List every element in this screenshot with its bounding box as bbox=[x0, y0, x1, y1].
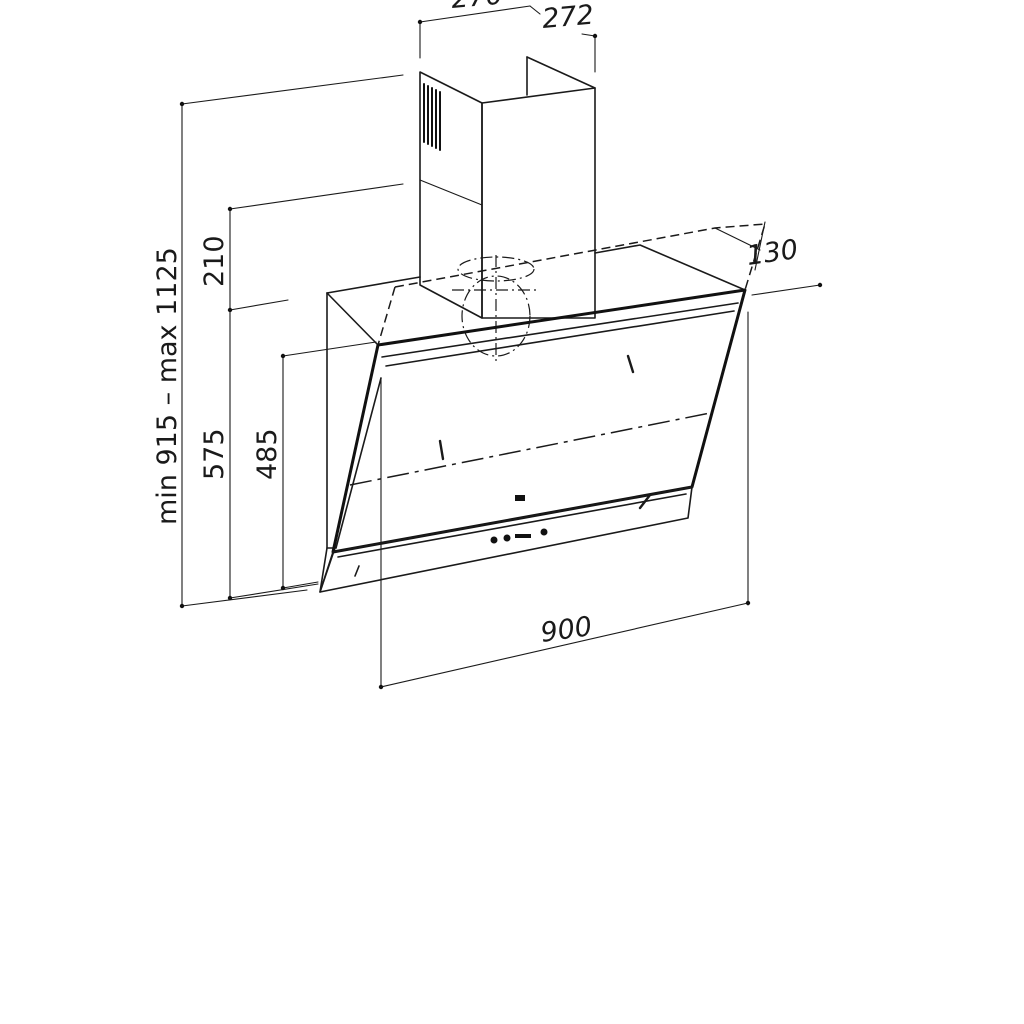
dimension-label-overall-height: min 915 – max 1125 bbox=[152, 247, 183, 525]
control-strip bbox=[319, 486, 693, 593]
dimension-label-485: 485 bbox=[252, 428, 283, 480]
dimension-label-210: 210 bbox=[199, 235, 230, 287]
chimney bbox=[419, 56, 596, 319]
dimension-chimney-width: 270 272 bbox=[417, 0, 598, 73]
duct-outlet bbox=[452, 255, 540, 362]
dimension-chimney-section: 210 bbox=[199, 183, 404, 599]
dimension-label-270: 270 bbox=[450, 0, 504, 15]
control-button[interactable] bbox=[503, 534, 511, 542]
dimension-overall-height: min 915 – max 1125 bbox=[152, 74, 404, 609]
control-button[interactable] bbox=[540, 528, 548, 536]
display-icon bbox=[515, 495, 525, 501]
dimension-glass-height: 485 bbox=[252, 341, 377, 591]
dimension-label-900: 900 bbox=[539, 611, 594, 649]
dimension-body-height: 575 bbox=[199, 428, 319, 601]
control-button[interactable] bbox=[490, 536, 498, 544]
hood-top bbox=[326, 223, 767, 346]
dimension-hood-width: 900 bbox=[378, 311, 751, 690]
dimension-label-575: 575 bbox=[199, 428, 230, 480]
control-slider[interactable] bbox=[515, 534, 531, 538]
dimension-depth-top: 130 bbox=[745, 221, 823, 296]
vent-slots bbox=[423, 83, 441, 151]
dimension-label-272: 272 bbox=[541, 0, 595, 35]
glass-panel bbox=[331, 288, 747, 577]
dimension-label-130: 130 bbox=[745, 234, 800, 272]
